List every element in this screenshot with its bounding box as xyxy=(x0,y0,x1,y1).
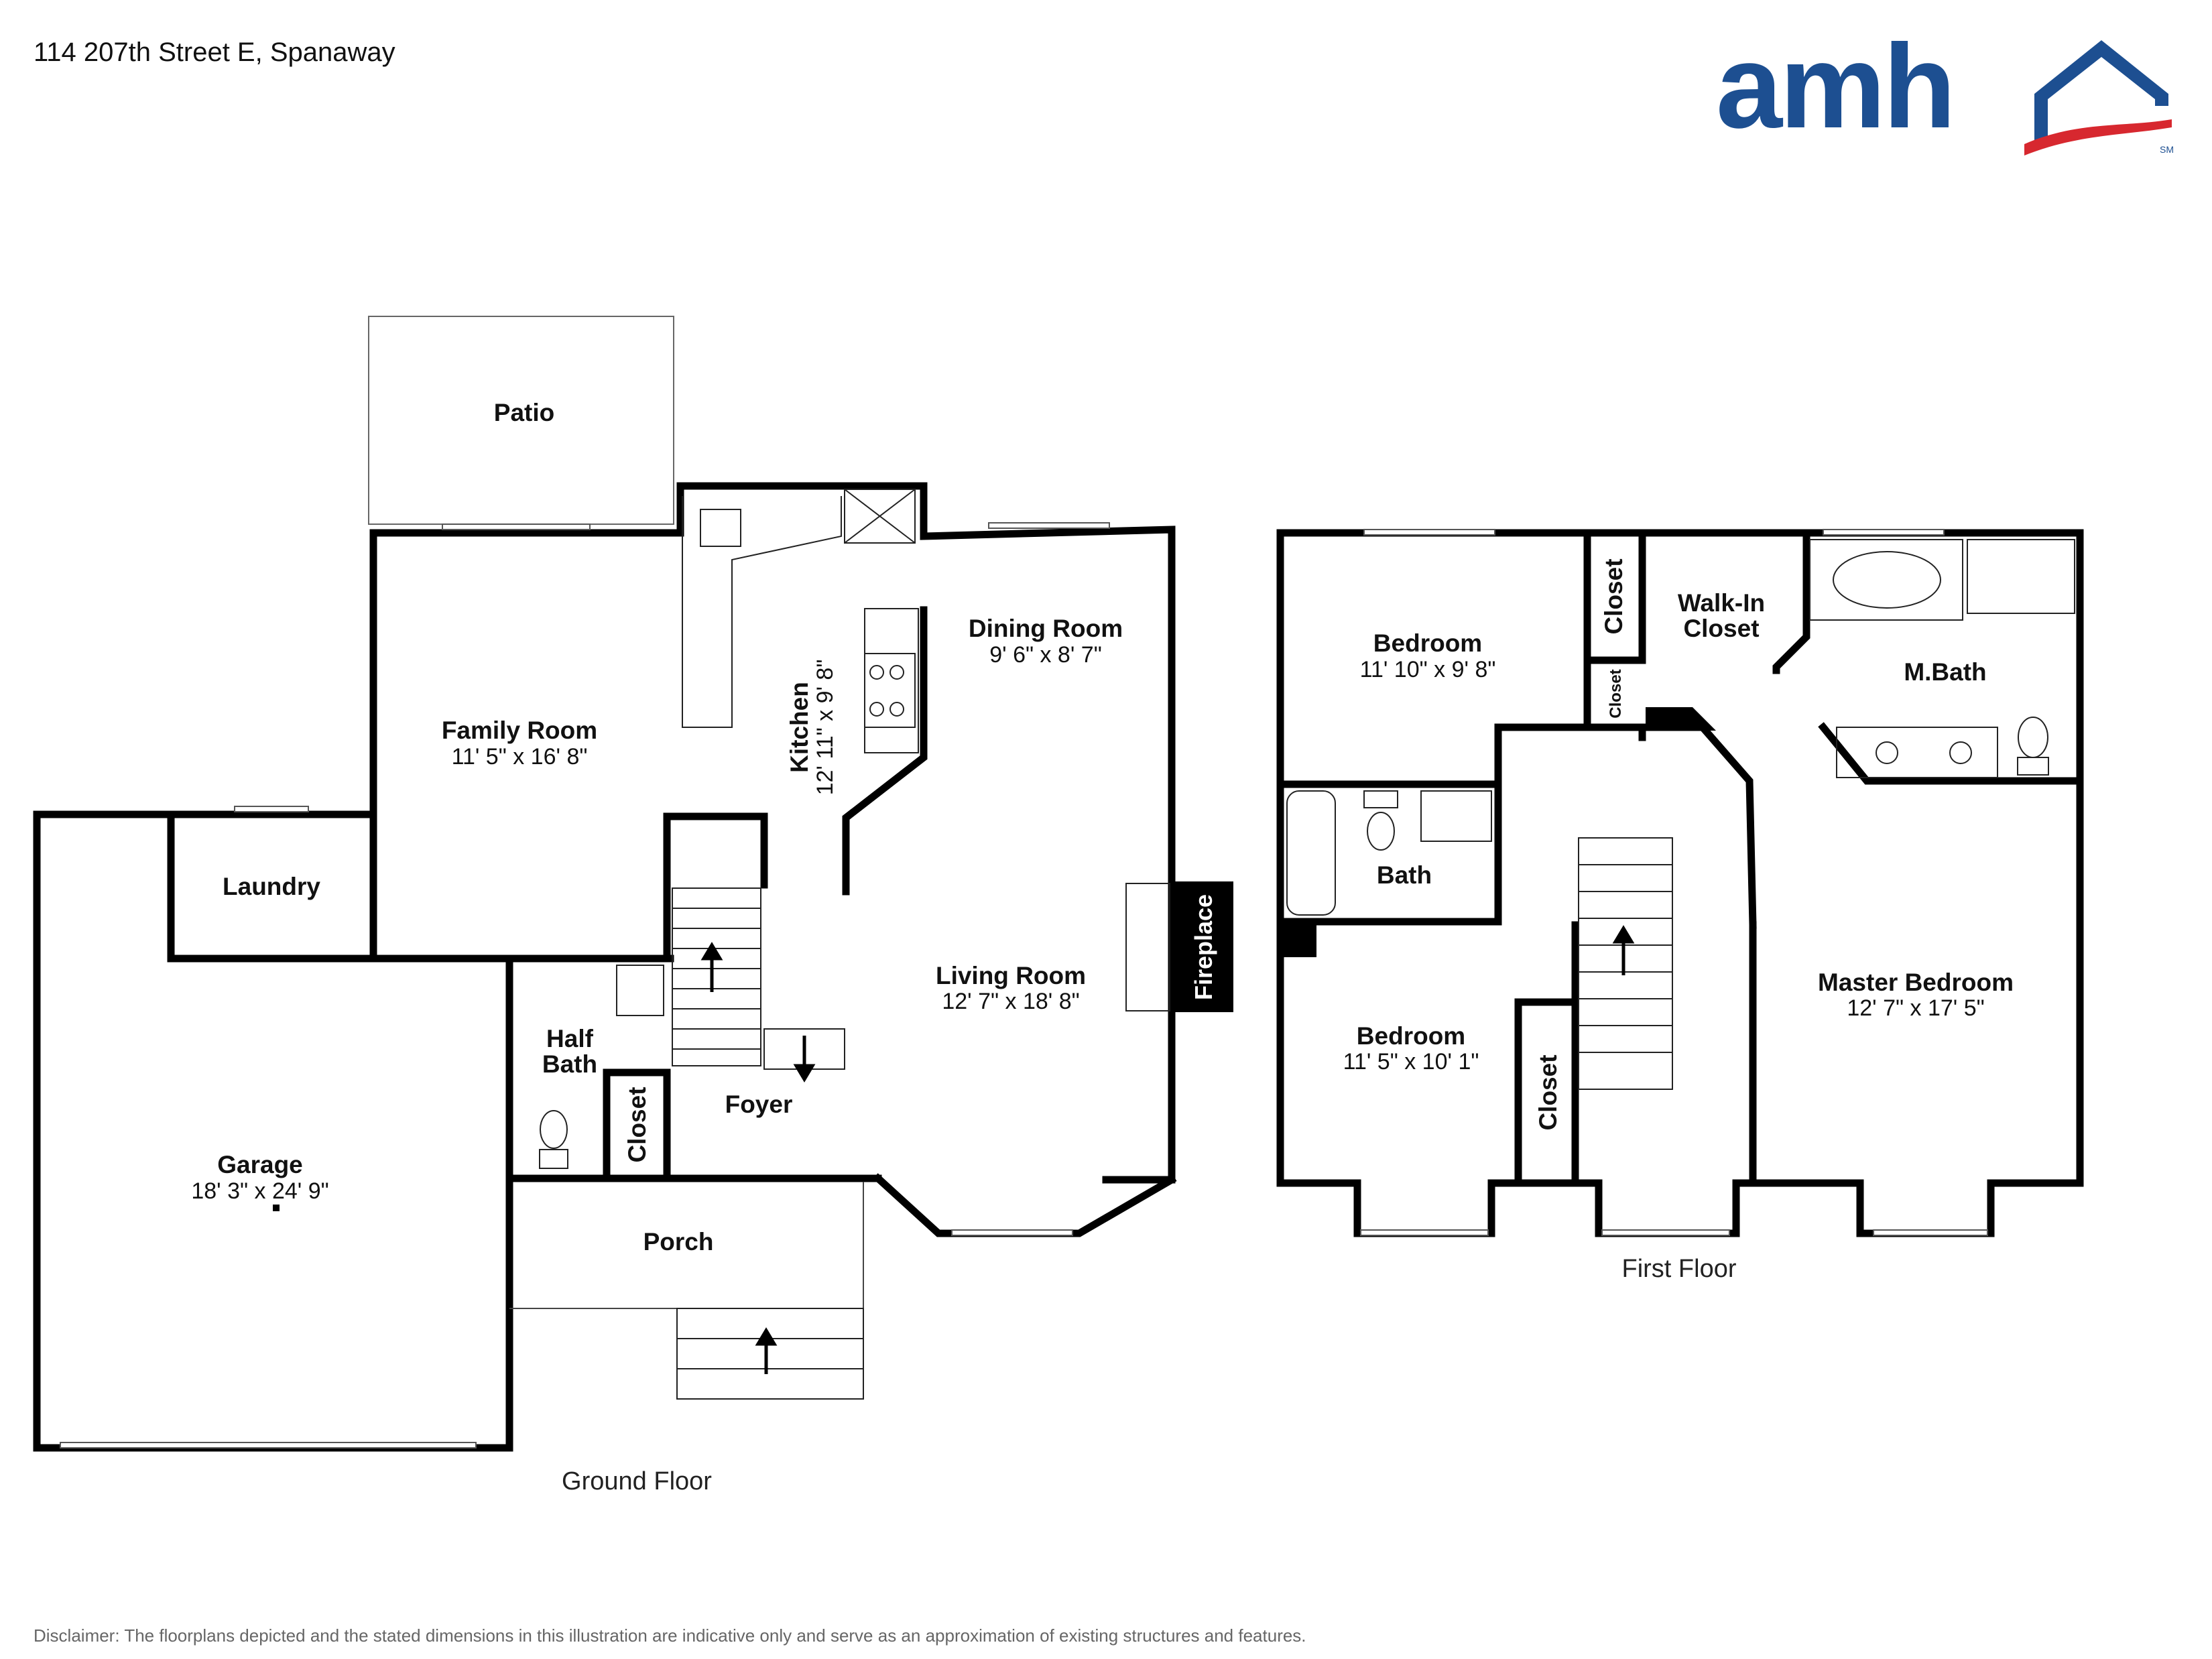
disclaimer: Disclaimer: The floorplans depicted and … xyxy=(34,1625,1306,1646)
sink-icon xyxy=(1876,741,1898,764)
shower-icon xyxy=(1967,539,2075,614)
logo-service-mark: SM xyxy=(2160,144,2174,155)
bathtub-icon xyxy=(1286,790,1336,916)
closet-1-label: Closet xyxy=(1600,558,1627,634)
master-bedroom-dims: 12' 7" x 17' 5" xyxy=(1847,995,1984,1021)
fireplace-label: Fireplace xyxy=(1190,894,1217,1000)
kitchen-counter xyxy=(682,496,842,728)
amh-logo: amh SM xyxy=(1716,27,2174,156)
walk-in-closet-label-line2: Closet xyxy=(1683,615,1759,642)
closet-walls xyxy=(603,1068,671,1182)
porch-label: Porch xyxy=(643,1228,714,1255)
half-bath-walls xyxy=(505,955,882,1182)
bedroom-1-dims: 11' 10" x 9' 8" xyxy=(1360,657,1496,682)
bay-window xyxy=(873,1173,1177,1237)
family-room-walls xyxy=(369,529,684,963)
dining-room-label: Dining Room xyxy=(969,615,1123,642)
dining-room-dims: 9' 6" x 8' 7" xyxy=(989,642,1102,668)
window xyxy=(1363,529,1495,536)
porch-step-arrow-icon xyxy=(755,1327,778,1374)
closet-3-label: Closet xyxy=(1534,1054,1562,1130)
family-room-dims: 11' 5" x 16' 8" xyxy=(452,744,588,770)
bathtub-icon xyxy=(1833,551,1941,609)
window xyxy=(234,806,309,812)
logo-wordmark: amh xyxy=(1716,27,1953,153)
wall-block xyxy=(1282,924,1316,957)
first-floor-title: First Floor xyxy=(1622,1255,1737,1283)
mbath-walls xyxy=(1772,532,1810,674)
ground-floor-title: Ground Floor xyxy=(562,1467,712,1495)
first-floor-outer-walls xyxy=(1276,529,2084,1237)
family-room-label: Family Room xyxy=(442,717,597,744)
window xyxy=(1823,529,1945,536)
patio-label: Patio xyxy=(494,399,554,426)
wall-block xyxy=(1646,707,1716,731)
mbath-label: M.Bath xyxy=(1904,658,1986,686)
house-roof-icon xyxy=(2034,40,2168,141)
mbath-walls-lower xyxy=(1818,722,2084,785)
window xyxy=(951,1229,1073,1236)
bedroom-2-label: Bedroom xyxy=(1357,1022,1465,1050)
window xyxy=(1601,1229,1730,1236)
living-room-label: Living Room xyxy=(936,962,1086,989)
ground-floor-plan: Patio Family Room 11' 5" x 16' 8" Kitche… xyxy=(33,316,1233,1495)
window xyxy=(1873,1229,1988,1236)
stairs xyxy=(672,887,845,1070)
stair-up-arrow-icon xyxy=(1612,925,1635,975)
closet-2-label: Closet xyxy=(1607,669,1625,718)
kitchen-label: Kitchen xyxy=(786,682,813,773)
window xyxy=(1360,1229,1489,1236)
foyer-label: Foyer xyxy=(725,1091,793,1118)
closet-label: Closet xyxy=(623,1087,651,1162)
master-bedroom-label: Master Bedroom xyxy=(1818,969,2014,996)
garage-center-marker xyxy=(273,1205,280,1211)
sink-icon xyxy=(616,965,664,1016)
fireplace-block xyxy=(1173,881,1233,1012)
window xyxy=(988,522,1110,529)
first-floor-plan: Bedroom 11' 10" x 9' 8" Closet Closet Wa… xyxy=(1276,529,2084,1283)
swoosh-icon xyxy=(2024,119,2172,156)
kitchen-dims: 12' 11" x 9' 8" xyxy=(812,660,838,796)
sink-icon xyxy=(1949,741,1972,764)
stairs xyxy=(1578,837,1673,1090)
stair-down-arrow-icon xyxy=(793,1036,816,1083)
toilet-icon xyxy=(1367,812,1395,851)
half-bath-label-line2: Bath xyxy=(542,1050,597,1078)
sink-icon xyxy=(1420,790,1492,842)
bath-wall xyxy=(1494,723,1562,788)
bedroom-1-wall xyxy=(1276,780,1502,926)
fridge-icon xyxy=(844,489,916,544)
stove-icon xyxy=(864,653,916,728)
sink-icon xyxy=(700,509,741,547)
laundry-walls xyxy=(167,810,377,963)
stair-up-arrow-icon xyxy=(700,942,723,992)
garage-door xyxy=(60,1442,477,1449)
kitchen-walls xyxy=(676,482,1176,1184)
walk-in-closet-label-line1: Walk-In xyxy=(1678,589,1765,617)
window xyxy=(442,524,591,530)
walk-in-wall xyxy=(1638,723,1757,929)
porch-steps xyxy=(676,1308,864,1400)
garage-dims: 18' 3" x 24' 9" xyxy=(191,1178,328,1204)
garage-walls xyxy=(33,810,513,1452)
closet-divider xyxy=(1583,532,1646,664)
toilet-icon xyxy=(540,1110,568,1149)
vanity-counter xyxy=(1836,727,1998,778)
toilet-icon xyxy=(2018,717,2048,758)
living-room-dims: 12' 7" x 18' 8" xyxy=(942,989,1079,1014)
kitchen-island-counter xyxy=(864,608,919,753)
property-address: 114 207th Street E, Spanaway xyxy=(34,38,395,67)
laundry-label: Laundry xyxy=(223,873,320,900)
bedroom-2-dims: 11' 5" x 10' 1" xyxy=(1343,1049,1479,1074)
kitchen-partition xyxy=(842,606,928,896)
half-bath-label-line1: Half xyxy=(546,1025,594,1052)
bath-label: Bath xyxy=(1377,861,1432,889)
bedroom-1-label: Bedroom xyxy=(1373,629,1482,657)
fireplace-hearth xyxy=(1125,883,1170,1011)
garage-label: Garage xyxy=(217,1151,303,1178)
stair-walls xyxy=(663,812,768,963)
